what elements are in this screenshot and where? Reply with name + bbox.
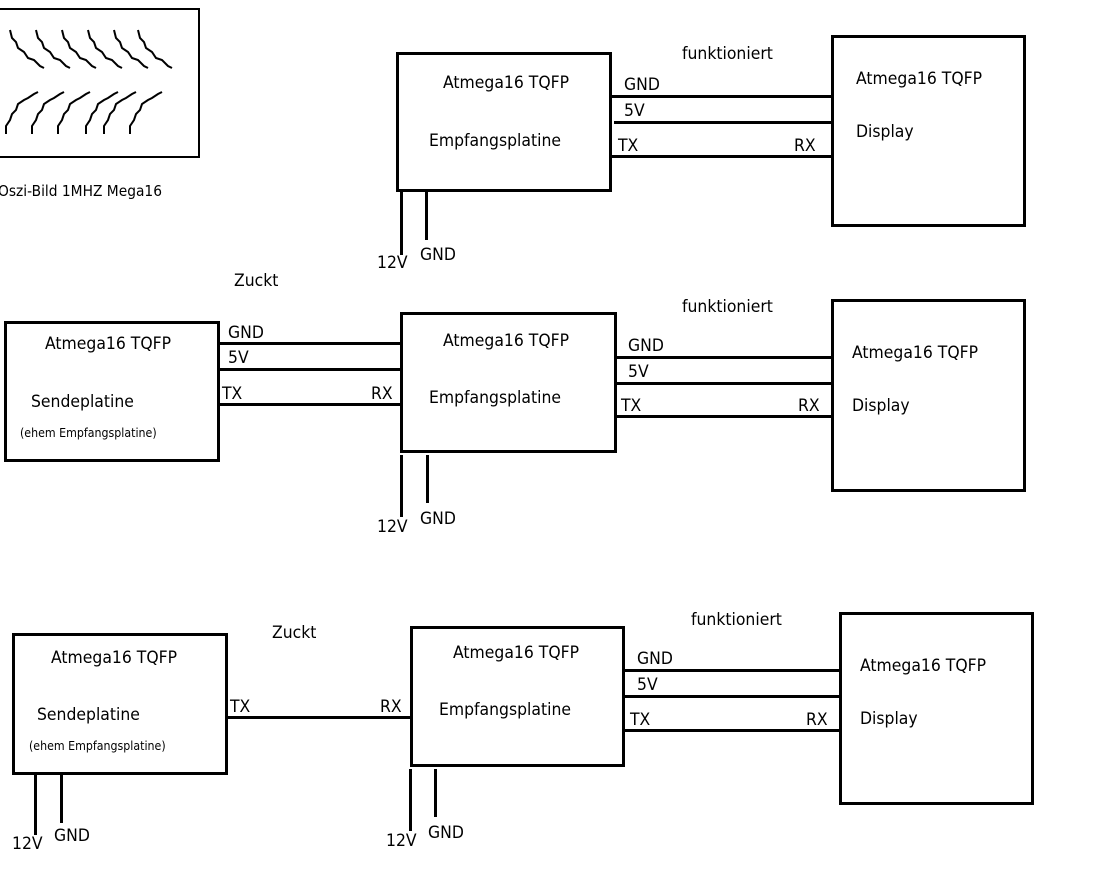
row3-right-tx-wire bbox=[623, 729, 841, 732]
row3-status-left: Zuckt bbox=[272, 623, 317, 643]
row3-right-rx-label: RX bbox=[806, 710, 828, 730]
row2-right-tx-label: TX bbox=[621, 396, 642, 416]
row3-right-gnd-label: GND bbox=[637, 649, 673, 669]
row1-receiver-chip: Atmega16 TQFP bbox=[443, 73, 570, 93]
row1-receiver-board: Atmega16 TQFP Empfangsplatine bbox=[396, 52, 612, 192]
row3-left-tx-wire bbox=[226, 716, 412, 719]
row2-display-chip: Atmega16 TQFP bbox=[852, 343, 979, 363]
row3-sender-board: Atmega16 TQFP Sendeplatine (ehem Empfang… bbox=[12, 633, 228, 775]
row2-left-gnd-label: GND bbox=[228, 323, 264, 343]
row3-receiver-12v-label: 12V bbox=[386, 831, 417, 851]
row3-right-gnd-wire bbox=[623, 669, 841, 672]
row1-5v-label: 5V bbox=[624, 101, 645, 121]
row2-left-tx-wire bbox=[218, 403, 402, 406]
row3-display-board: Atmega16 TQFP Display bbox=[839, 612, 1034, 805]
row2-left-tx-label: TX bbox=[222, 384, 243, 404]
row1-status: funktioniert bbox=[682, 44, 773, 64]
row1-gnd-label: GND bbox=[624, 75, 660, 95]
row1-gnd-wire bbox=[610, 95, 832, 98]
row1-tx-label: TX bbox=[618, 136, 639, 156]
row3-left-rx-label: RX bbox=[380, 697, 402, 717]
row2-right-gnd-wire bbox=[615, 356, 833, 359]
row3-sender-gnd-label: GND bbox=[54, 826, 90, 846]
row3-sender-gnd-wire bbox=[60, 773, 63, 823]
row1-tx-wire bbox=[610, 155, 832, 158]
row1-display-name: Display bbox=[856, 122, 914, 142]
row3-sender-12v-wire bbox=[34, 773, 37, 835]
row2-receiver-chip: Atmega16 TQFP bbox=[443, 331, 570, 351]
row1-receiver-gnd-label: GND bbox=[420, 245, 456, 265]
row3-receiver-gnd-wire bbox=[434, 769, 437, 817]
row1-rx-label: RX bbox=[794, 136, 816, 156]
row2-right-tx-wire bbox=[615, 415, 833, 418]
row3-receiver-12v-wire bbox=[409, 769, 412, 831]
row2-sender-chip: Atmega16 TQFP bbox=[45, 334, 172, 354]
scope-image-frame bbox=[0, 8, 200, 158]
row2-left-5v-label: 5V bbox=[228, 348, 249, 368]
row3-sender-chip: Atmega16 TQFP bbox=[51, 648, 178, 668]
row3-status-right: funktioniert bbox=[691, 610, 782, 630]
row3-display-chip: Atmega16 TQFP bbox=[860, 656, 987, 676]
row2-left-rx-label: RX bbox=[371, 384, 393, 404]
row3-sender-12v-label: 12V bbox=[12, 834, 43, 854]
row2-display-name: Display bbox=[852, 396, 910, 416]
row2-display-board: Atmega16 TQFP Display bbox=[831, 299, 1026, 492]
row1-display-chip: Atmega16 TQFP bbox=[856, 69, 983, 89]
row1-receiver-12v-wire bbox=[400, 190, 403, 255]
row2-sender-name: Sendeplatine bbox=[31, 392, 134, 412]
row3-left-tx-label: TX bbox=[230, 697, 251, 717]
row2-status-left: Zuckt bbox=[234, 271, 279, 291]
row2-receiver-gnd-label: GND bbox=[420, 509, 456, 529]
row2-sender-note: (ehem Empfangsplatine) bbox=[20, 426, 157, 440]
row2-right-5v-label: 5V bbox=[628, 362, 649, 382]
row1-receiver-name: Empfangsplatine bbox=[429, 131, 562, 151]
row3-sender-name: Sendeplatine bbox=[37, 705, 140, 725]
row3-receiver-gnd-label: GND bbox=[428, 823, 464, 843]
row2-right-5v-wire bbox=[615, 382, 833, 385]
row3-right-tx-label: TX bbox=[630, 710, 651, 730]
row1-5v-wire bbox=[614, 121, 832, 124]
row2-left-gnd-wire bbox=[218, 342, 402, 345]
row2-receiver-12v-wire bbox=[400, 455, 403, 517]
row3-sender-note: (ehem Empfangsplatine) bbox=[29, 739, 166, 753]
row2-right-gnd-label: GND bbox=[628, 336, 664, 356]
row2-receiver-name: Empfangsplatine bbox=[429, 388, 562, 408]
row3-right-5v-wire bbox=[623, 695, 841, 698]
row2-receiver-board: Atmega16 TQFP Empfangsplatine bbox=[400, 312, 617, 453]
row1-receiver-12v-label: 12V bbox=[377, 253, 408, 273]
row3-receiver-chip: Atmega16 TQFP bbox=[453, 643, 580, 663]
scope-waveforms bbox=[5, 29, 173, 134]
row3-right-5v-label: 5V bbox=[637, 675, 658, 695]
row3-display-name: Display bbox=[860, 709, 918, 729]
row3-receiver-name: Empfangsplatine bbox=[439, 700, 572, 720]
row1-receiver-gnd-wire bbox=[425, 190, 428, 240]
row2-receiver-gnd-wire bbox=[426, 455, 429, 503]
row2-left-5v-wire bbox=[218, 368, 402, 371]
row2-right-rx-label: RX bbox=[798, 396, 820, 416]
row1-display-board: Atmega16 TQFP Display bbox=[831, 35, 1026, 227]
row2-status-right: funktioniert bbox=[682, 297, 773, 317]
row2-sender-board: Atmega16 TQFP Sendeplatine (ehem Empfang… bbox=[4, 321, 220, 462]
scope-caption: Oszi-Bild 1MHZ Mega16 bbox=[0, 182, 162, 200]
row3-receiver-board: Atmega16 TQFP Empfangsplatine bbox=[410, 626, 625, 767]
row2-receiver-12v-label: 12V bbox=[377, 517, 408, 537]
